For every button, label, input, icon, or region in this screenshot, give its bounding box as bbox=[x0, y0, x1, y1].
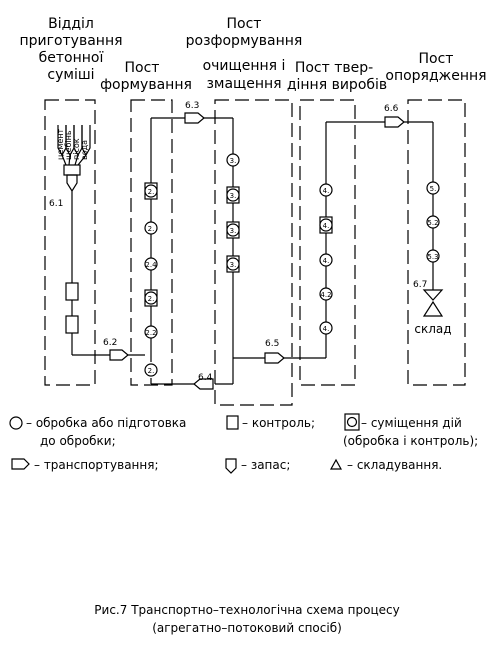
transport-label-6-7: 6.7 bbox=[413, 280, 427, 290]
legend-transport-text: – транспортування; bbox=[34, 458, 159, 472]
finishing-node-2: 5.2 bbox=[426, 215, 440, 229]
warehouse-label: склад bbox=[414, 322, 451, 336]
curing-node-4-label: 4.2 bbox=[320, 291, 331, 299]
post-demolding-title-4: змащення bbox=[206, 76, 281, 92]
curing-node-5: 4. bbox=[319, 321, 333, 335]
forming-node-2: 2. bbox=[144, 221, 158, 235]
dept-title-1: Відділ bbox=[48, 16, 94, 32]
curing-node-3: 4. bbox=[319, 253, 333, 267]
demolding-node-4-label: 3. bbox=[230, 261, 237, 269]
forming-node-5-label: 2.2 bbox=[145, 329, 156, 337]
finishing-node-3-label: 5.3 bbox=[427, 253, 438, 261]
control-node-1 bbox=[65, 282, 79, 301]
demolding-node-4: 3. bbox=[226, 255, 240, 273]
forming-node-2-label: 2. bbox=[148, 225, 155, 233]
legend-transport-icon bbox=[11, 458, 30, 470]
legend-combined-text-2: (обробка і контроль); bbox=[343, 434, 478, 448]
dept-title-4: суміші bbox=[47, 67, 94, 83]
material-label-4: вода bbox=[80, 140, 89, 160]
finishing-node-3: 5.3 bbox=[426, 249, 440, 263]
section-box-mixing bbox=[44, 99, 96, 386]
transport-arrow-6-3 bbox=[184, 112, 205, 124]
material-label-2: щебінь bbox=[64, 130, 73, 160]
section-box-forming bbox=[130, 99, 173, 386]
finishing-node-2-label: 5.2 bbox=[427, 219, 438, 227]
forming-node-3-label: 2.4 bbox=[145, 261, 157, 269]
material-bins bbox=[57, 125, 91, 176]
transport-arrow-6-1 bbox=[66, 174, 78, 193]
post-forming-title-2: формування bbox=[100, 77, 192, 93]
transport-arrow-6-6 bbox=[384, 116, 405, 128]
finishing-node-1: 5. bbox=[426, 181, 440, 195]
transport-arrow-6-7 bbox=[422, 289, 444, 301]
transport-arrow-6-4 bbox=[193, 378, 214, 390]
dept-title-3: бетонної bbox=[39, 50, 104, 66]
material-label-1: цемент bbox=[56, 128, 65, 160]
transport-arrow-6-2 bbox=[109, 349, 129, 361]
control-node-2 bbox=[65, 315, 79, 334]
legend-stacking-text: – складування. bbox=[347, 458, 442, 472]
curing-node-2: 4. bbox=[319, 216, 333, 234]
transport-label-6-6: 6.6 bbox=[384, 104, 399, 114]
post-curing-title-1: Пост твер- bbox=[295, 60, 373, 76]
demolding-node-3: 3. bbox=[226, 221, 240, 239]
curing-node-4: 4.2 bbox=[319, 287, 333, 301]
legend-combined-icon bbox=[344, 413, 360, 431]
post-demolding-title-1: Пост bbox=[227, 16, 262, 32]
post-demolding-title-2: розформування bbox=[186, 33, 303, 49]
curing-node-1-label: 4. bbox=[323, 187, 330, 195]
forming-node-6: 2. bbox=[144, 363, 158, 377]
transport-label-6-2: 6.2 bbox=[103, 338, 117, 348]
demolding-node-2: 3. bbox=[226, 186, 240, 204]
legend-storage-icon bbox=[225, 458, 237, 474]
forming-node-4-label: 2. bbox=[148, 295, 155, 303]
legend-combined-text: – суміщення дій bbox=[361, 416, 462, 430]
transport-label-6-1: 6.1 bbox=[49, 199, 63, 209]
curing-node-3-label: 4. bbox=[323, 257, 330, 265]
legend-circle-icon bbox=[9, 416, 23, 430]
forming-node-3: 2.4 bbox=[144, 257, 158, 271]
legend-control-text: – контроль; bbox=[242, 416, 315, 430]
curing-node-5-label: 4. bbox=[323, 325, 330, 333]
section-box-finishing bbox=[407, 99, 466, 386]
forming-node-1-label: 2. bbox=[148, 188, 155, 196]
curing-node-2-label: 4. bbox=[323, 222, 330, 230]
forming-node-6-label: 2. bbox=[148, 367, 155, 375]
post-forming-title-1: Пост bbox=[125, 60, 160, 76]
legend-storage-text: – запас; bbox=[241, 458, 290, 472]
curing-node-1: 4. bbox=[319, 183, 333, 197]
finishing-node-1-label: 5. bbox=[430, 185, 437, 193]
post-finishing-title-1: Пост bbox=[419, 51, 454, 67]
demolding-node-3-label: 3. bbox=[230, 227, 237, 235]
forming-node-4: 2. bbox=[144, 289, 158, 307]
post-finishing-title-2: опорядження bbox=[385, 68, 486, 84]
legend-processing-text: – обробка або підготовка bbox=[26, 416, 186, 430]
warehouse-triangle bbox=[422, 300, 444, 317]
section-box-demolding bbox=[214, 99, 293, 406]
legend-square-icon bbox=[226, 415, 239, 430]
post-demolding-title-3: очищення і bbox=[203, 58, 286, 74]
caption-line-1: Рис.7 Транспортно–технологічна схема про… bbox=[94, 603, 399, 617]
transport-label-6-5: 6.5 bbox=[265, 339, 279, 349]
demolding-node-1: 3. bbox=[226, 153, 240, 167]
dept-title-2: приготування bbox=[19, 33, 122, 49]
post-curing-title-2: діння виробів bbox=[287, 77, 387, 93]
forming-node-5: 2.2 bbox=[144, 325, 158, 339]
legend-processing-text-2: до обробки; bbox=[40, 434, 116, 448]
transport-label-6-3: 6.3 bbox=[185, 101, 199, 111]
demolding-node-1-label: 3. bbox=[230, 157, 237, 165]
caption-line-2: (агрегатно–потоковий спосіб) bbox=[152, 621, 342, 635]
section-box-curing bbox=[299, 99, 356, 386]
demolding-node-2-label: 3. bbox=[230, 192, 237, 200]
forming-node-1: 2. bbox=[144, 182, 158, 200]
legend-stacking-icon bbox=[329, 458, 343, 470]
transport-label-6-4: 6.4 bbox=[198, 373, 213, 383]
material-label-3: пісок bbox=[72, 138, 81, 160]
transport-arrow-6-5 bbox=[264, 352, 285, 364]
